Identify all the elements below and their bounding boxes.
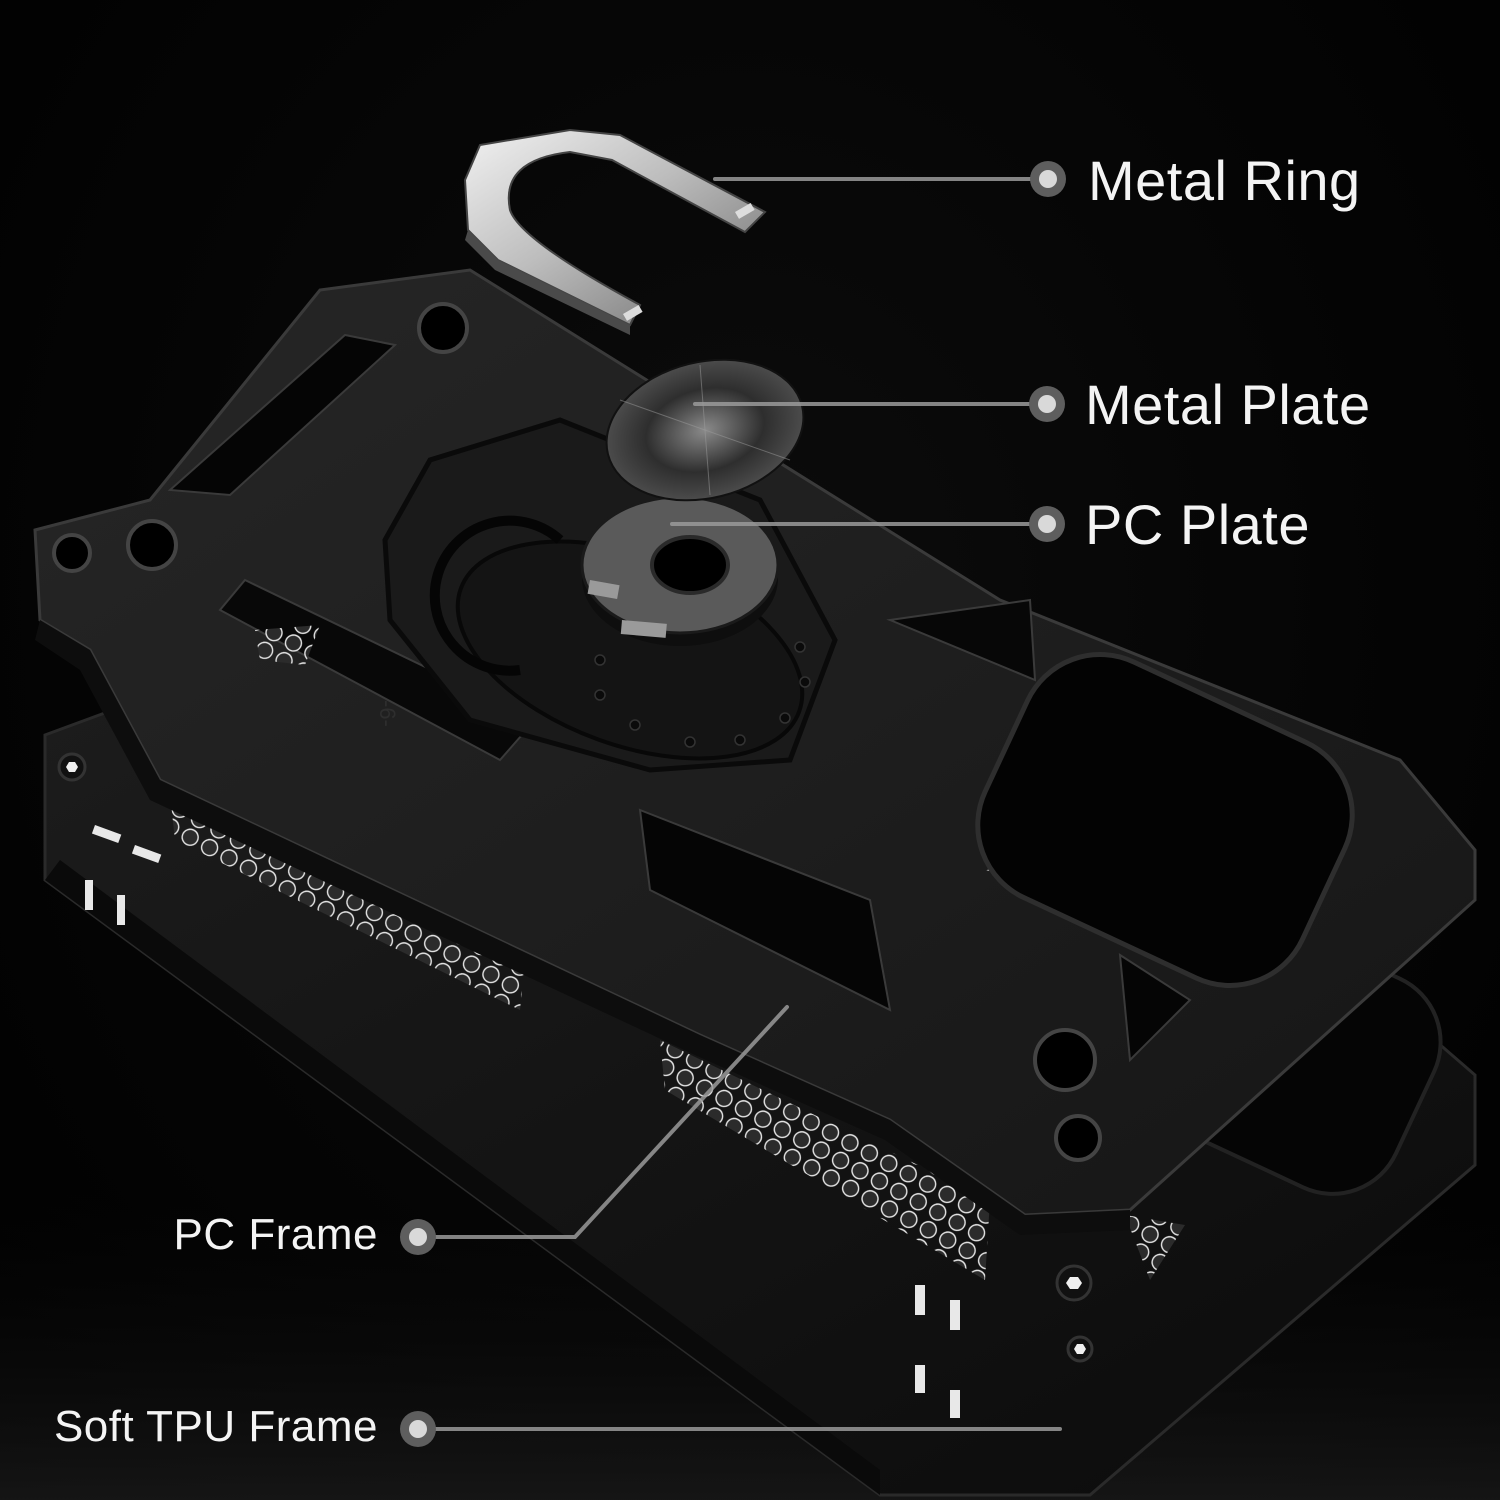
side-buttons-left xyxy=(85,825,162,925)
callout-dot-metal-ring xyxy=(1030,161,1066,197)
pc-frame: -6- xyxy=(33,268,1477,1235)
label-soft-tpu-frame: Soft TPU Frame xyxy=(53,1402,378,1451)
callout-dot-pc-frame xyxy=(400,1219,436,1255)
label-pc-frame: PC Frame xyxy=(173,1210,378,1259)
leader-pc-frame xyxy=(416,1005,789,1239)
label-pc-plate: PC Plate xyxy=(1085,493,1310,556)
callout-dot-pc-plate xyxy=(1029,506,1065,542)
pc-plate-part xyxy=(580,495,780,646)
callout-dot-soft-tpu-frame xyxy=(400,1411,436,1447)
metal-ring-part xyxy=(463,128,767,335)
label-metal-ring: Metal Ring xyxy=(1088,149,1361,212)
label-metal-plate: Metal Plate xyxy=(1085,373,1371,436)
leader-lines xyxy=(416,177,1062,1431)
callout-dot-metal-plate xyxy=(1029,386,1065,422)
svg-text:-6-: -6- xyxy=(375,700,400,727)
side-buttons-right xyxy=(915,1285,960,1418)
rivet-dots xyxy=(594,641,811,748)
